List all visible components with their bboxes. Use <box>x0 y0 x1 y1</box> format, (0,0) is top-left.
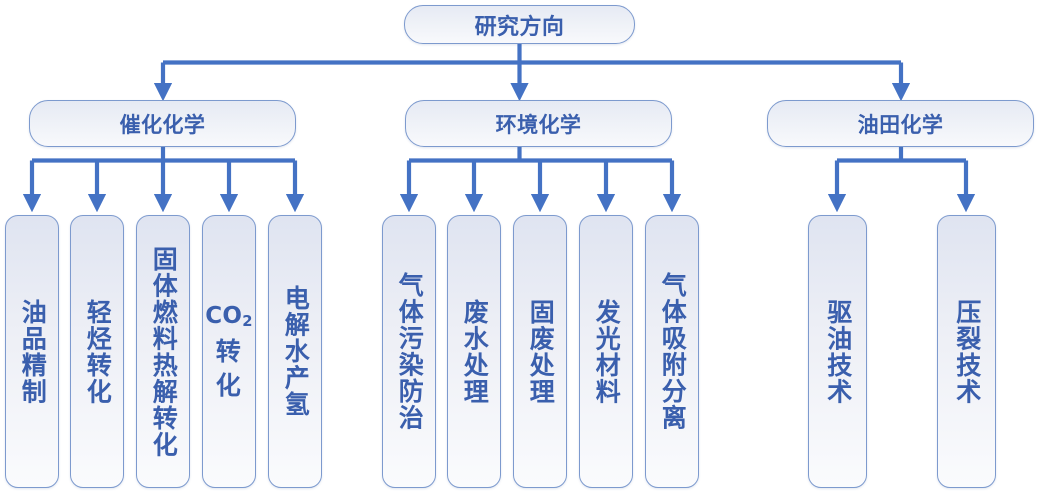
root-node[interactable]: 研究方向 <box>404 5 635 44</box>
leaf-formula-subscript: 2 <box>242 313 253 331</box>
leaf-char: 转 <box>215 336 243 366</box>
leaf-label: 废水处理 <box>460 298 490 405</box>
leaf-node-solid-fuel-pyrolysis-conversion[interactable]: 固体燃料热解转化 <box>136 215 190 488</box>
branch-label: 环境化学 <box>495 112 582 137</box>
leaf-node-fracturing-technology[interactable]: 压裂技术 <box>937 215 996 488</box>
leaf-label: 发光材料 <box>592 298 622 405</box>
leaf-char: 化 <box>215 370 243 400</box>
leaf-node-solid-waste-treatment[interactable]: 固废处理 <box>513 215 567 488</box>
leaf-label: 气体污染防治 <box>395 272 425 431</box>
leaf-node-gas-pollution-control[interactable]: 气体污染防治 <box>382 215 436 488</box>
leaf-formula-base: CO <box>205 303 243 330</box>
leaf-label: 压裂技术 <box>952 298 982 405</box>
leaf-node-co2-conversion[interactable]: CO2 转 化 <box>202 215 256 488</box>
leaf-label-stacked: CO2 转 化 <box>205 305 252 398</box>
root-label: 研究方向 <box>474 14 565 40</box>
leaf-node-light-hydrocarbon-conversion[interactable]: 轻烃转化 <box>70 215 124 488</box>
leaf-formula: CO2 <box>205 305 252 330</box>
branch-header-oilfield[interactable]: 油田化学 <box>767 100 1034 147</box>
branch-label: 油田化学 <box>857 112 944 137</box>
leaf-label: 驱油技术 <box>823 298 853 405</box>
leaf-node-wastewater-treatment[interactable]: 废水处理 <box>447 215 501 488</box>
leaf-label: 轻烃转化 <box>83 298 113 405</box>
leaf-label: 油品精制 <box>18 298 48 405</box>
leaf-label: 气体吸附分离 <box>658 272 688 431</box>
leaf-node-oil-refining[interactable]: 油品精制 <box>5 215 59 488</box>
leaf-label: 固体燃料热解转化 <box>149 245 179 458</box>
branch-header-environmental[interactable]: 环境化学 <box>405 100 672 147</box>
branch-label: 催化化学 <box>119 112 206 137</box>
leaf-label: 固废处理 <box>526 298 556 405</box>
leaf-node-luminescent-materials[interactable]: 发光材料 <box>579 215 633 488</box>
leaf-label: 电解水产氢 <box>281 285 311 418</box>
leaf-node-water-electrolysis-hydrogen[interactable]: 电解水产氢 <box>268 215 322 488</box>
branch-header-catalytic[interactable]: 催化化学 <box>29 100 296 147</box>
leaf-node-gas-adsorption-separation[interactable]: 气体吸附分离 <box>645 215 699 488</box>
leaf-node-oil-displacement-technology[interactable]: 驱油技术 <box>808 215 867 488</box>
